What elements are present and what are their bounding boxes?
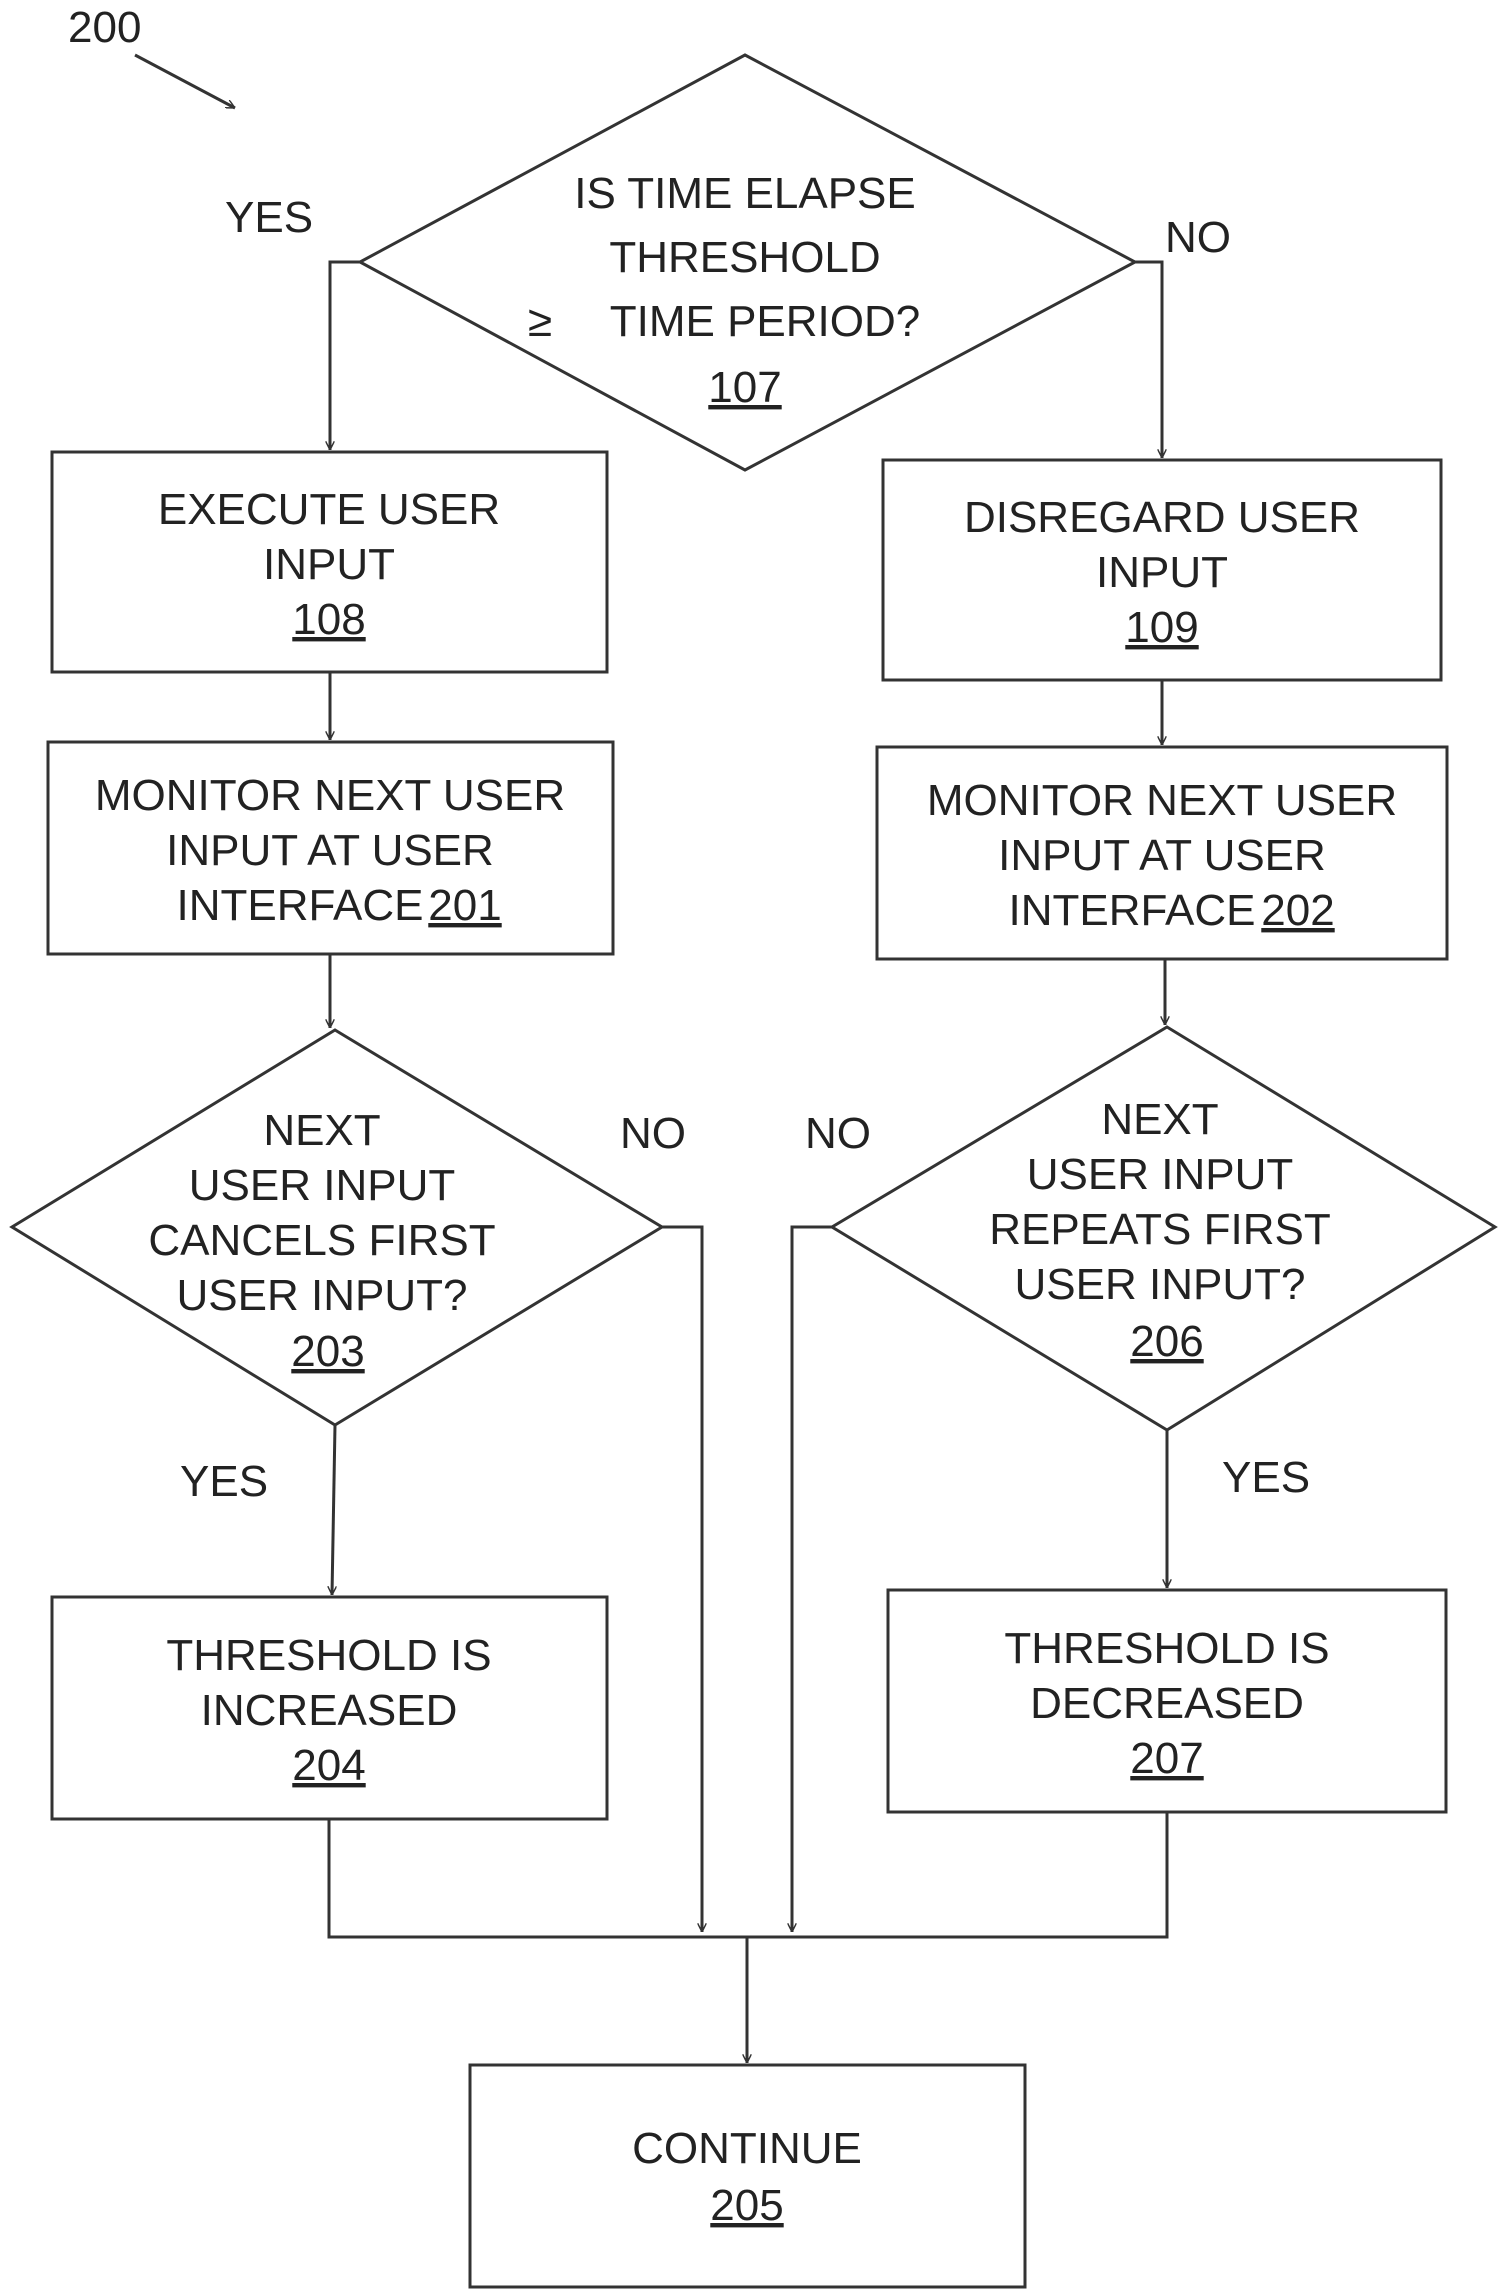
box-202-ref: 202 — [1261, 886, 1334, 935]
box-202-line-2: INPUT AT USER — [998, 831, 1326, 880]
edge-107-no-to-109 — [1135, 262, 1162, 458]
decision-107-ref: 107 — [708, 363, 781, 412]
decision-107-symbol: ≥ — [528, 297, 552, 346]
box-207-line-2: DECREASED — [1030, 1679, 1304, 1728]
edge-206-no-to-merge — [792, 1227, 832, 1932]
decision-107-yes-label: YES — [225, 193, 313, 242]
box-109-line-2: INPUT — [1096, 548, 1228, 597]
decision-107-line-3: TIME PERIOD? — [610, 297, 921, 346]
decision-203-ref: 203 — [291, 1327, 364, 1376]
edge-203-no-to-merge — [662, 1227, 702, 1932]
decision-206-line-3: REPEATS FIRST — [989, 1205, 1330, 1254]
decision-206-yes-label: YES — [1222, 1453, 1310, 1502]
decision-206-line-2: USER INPUT — [1027, 1150, 1293, 1199]
decision-203-line-1: NEXT — [263, 1106, 380, 1155]
box-108-line-2: INPUT — [263, 540, 395, 589]
decision-203-no-label: NO — [620, 1109, 686, 1158]
box-201-line-2: INPUT AT USER — [166, 826, 494, 875]
box-204-line-2: INCREASED — [201, 1686, 458, 1735]
box-204-ref: 204 — [292, 1741, 365, 1790]
edge-107-yes-to-108 — [330, 262, 360, 450]
box-205 — [470, 2065, 1025, 2287]
box-204-line-1: THRESHOLD IS — [166, 1631, 491, 1680]
decision-206-no-label: NO — [805, 1109, 871, 1158]
figure-pointer — [135, 55, 235, 108]
box-108-line-1: EXECUTE USER — [158, 485, 500, 534]
box-109-line-1: DISREGARD USER — [964, 493, 1360, 542]
decision-203-line-2: USER INPUT — [189, 1161, 455, 1210]
decision-107-no-label: NO — [1165, 213, 1231, 262]
decision-107-line-1: IS TIME ELAPSE — [574, 169, 916, 218]
box-205-ref: 205 — [710, 2181, 783, 2230]
box-202-line-1: MONITOR NEXT USER — [927, 776, 1397, 825]
decision-203-line-4: USER INPUT? — [177, 1271, 468, 1320]
edge-204-to-merge — [329, 1812, 1167, 1937]
decision-206-line-4: USER INPUT? — [1015, 1260, 1306, 1309]
box-108-ref: 108 — [292, 595, 365, 644]
box-207-ref: 207 — [1130, 1734, 1203, 1783]
box-201-line-1: MONITOR NEXT USER — [95, 771, 565, 820]
box-201-line-3: INTERFACE — [177, 881, 424, 930]
decision-203-yes-label: YES — [180, 1457, 268, 1506]
decision-206-ref: 206 — [1130, 1317, 1203, 1366]
box-207-line-1: THRESHOLD IS — [1004, 1624, 1329, 1673]
decision-107-line-2: THRESHOLD — [609, 233, 880, 282]
box-201-ref: 201 — [428, 881, 501, 930]
edge-203-yes-to-204 — [332, 1425, 335, 1595]
decision-206-line-1: NEXT — [1101, 1095, 1218, 1144]
box-109-ref: 109 — [1125, 603, 1198, 652]
figure-label: 200 — [68, 3, 141, 52]
box-205-line-1: CONTINUE — [632, 2124, 862, 2173]
decision-203-line-3: CANCELS FIRST — [148, 1216, 495, 1265]
box-202-line-3: INTERFACE — [1009, 886, 1256, 935]
